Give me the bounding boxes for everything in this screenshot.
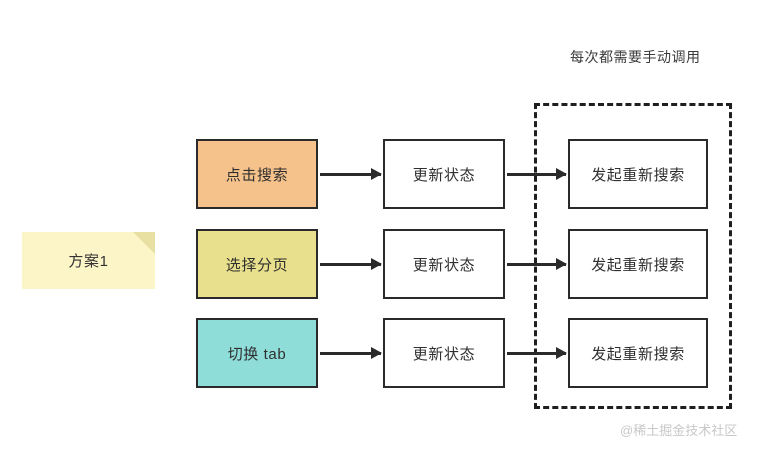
- arrow-trigger-to-state-row3: [320, 352, 381, 355]
- watermark: @稀土掘金技术社区: [620, 423, 738, 438]
- action-node-research-row1[interactable]: 发起重新搜索: [568, 139, 708, 209]
- trigger-node-label: 选择分页: [225, 256, 289, 274]
- arrow-trigger-to-state-row1: [320, 173, 381, 176]
- action-node-label: 发起重新搜索: [591, 256, 685, 274]
- action-node-research-row3[interactable]: 发起重新搜索: [568, 318, 708, 388]
- arrow-trigger-to-state-row2: [320, 263, 381, 266]
- note-fold-corner: [133, 232, 155, 254]
- state-node-update-state-row3[interactable]: 更新状态: [383, 318, 505, 388]
- trigger-node-switch-tab[interactable]: 切换 tab: [196, 318, 318, 388]
- action-node-label: 发起重新搜索: [591, 166, 685, 184]
- state-node-update-state-row2[interactable]: 更新状态: [383, 229, 505, 299]
- trigger-node-select-pagination[interactable]: 选择分页: [196, 229, 318, 299]
- trigger-node-click-search[interactable]: 点击搜索: [196, 139, 318, 209]
- arrow-state-to-action-row1: [507, 173, 566, 176]
- state-node-label: 更新状态: [412, 256, 476, 274]
- arrow-state-to-action-row2: [507, 263, 566, 266]
- state-node-update-state-row1[interactable]: 更新状态: [383, 139, 505, 209]
- trigger-node-label: 切换 tab: [227, 345, 287, 363]
- action-node-research-row2[interactable]: 发起重新搜索: [568, 229, 708, 299]
- state-node-label: 更新状态: [412, 166, 476, 184]
- manual-invocation-group: [534, 103, 732, 409]
- arrow-state-to-action-row3: [507, 352, 566, 355]
- solution-note-label: 方案1: [68, 253, 109, 270]
- trigger-node-label: 点击搜索: [225, 166, 289, 184]
- state-node-label: 更新状态: [412, 345, 476, 363]
- group-annotation-label: 每次都需要手动调用: [570, 49, 701, 65]
- action-node-label: 发起重新搜索: [591, 345, 685, 363]
- solution-note: 方案1: [22, 232, 155, 289]
